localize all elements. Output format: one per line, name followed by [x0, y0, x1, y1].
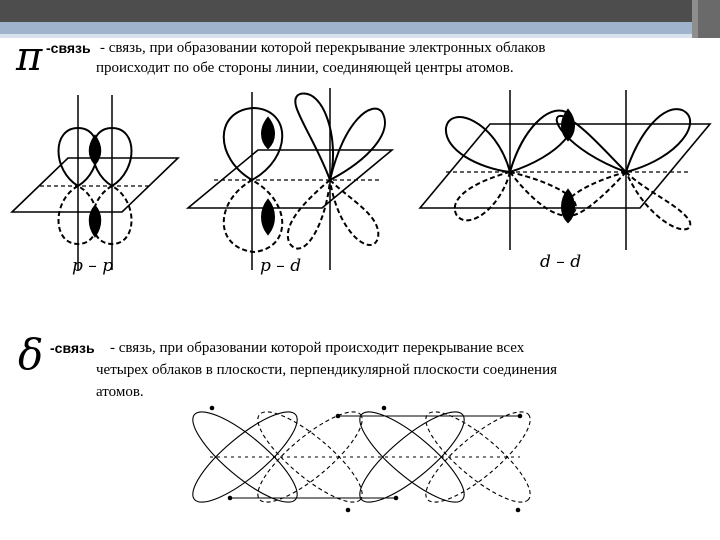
dd-left-lobe-upper-left: [444, 116, 512, 174]
dd-right-lobe-upper-left: [555, 114, 627, 173]
delta-left-lobe-a: [192, 411, 298, 503]
delta-point: [345, 507, 351, 513]
delta-point: [335, 413, 341, 419]
title-bar: [0, 0, 720, 22]
delta-point: [515, 507, 521, 513]
delta-definition-line-3: атомов.: [96, 384, 144, 400]
dd-right-lobe-lower-right: [625, 171, 692, 231]
delta-point: [393, 495, 399, 501]
pi-definition-line-1: - связь, при образовании которой перекры…: [100, 40, 546, 56]
pd-overlap-diagram: [185, 88, 395, 270]
delta-overlap-diagram: [192, 411, 531, 503]
delta-right-lobe-b: [359, 411, 465, 503]
pp-plane: [10, 157, 180, 213]
pi-term: -связь: [46, 40, 91, 56]
delta-left-lobe-b: [192, 411, 298, 503]
accent-strip: [0, 22, 720, 34]
pp-upper-lobe-left: [57, 126, 99, 188]
pd-plane: [185, 149, 395, 209]
pd-overlap-bottom: [261, 198, 275, 236]
delta-left-lobe-c: [257, 411, 363, 503]
label-d-d: d – d: [540, 252, 582, 272]
pd-d-lobe-upper-left: [294, 92, 334, 184]
delta-right-lobe-a: [359, 411, 465, 503]
pp-overlap-bottom: [88, 204, 102, 238]
pd-d-lobe-lower-right: [328, 177, 380, 246]
corner-decoration: [698, 0, 720, 38]
dd-overlap-diagram: [418, 90, 712, 250]
delta-right-lobe-d: [425, 411, 531, 503]
delta-right-lobe-c: [425, 411, 531, 503]
pd-p-upper-lobe: [222, 106, 284, 182]
dd-left-lobe-lower-left: [453, 170, 512, 222]
delta-point: [517, 413, 523, 419]
corner-decoration-inner: [692, 0, 698, 38]
pd-d-lobe-lower-left: [287, 177, 332, 250]
delta-term: -связь: [50, 340, 95, 356]
accent-strip-light: [0, 34, 720, 38]
delta-point: [381, 405, 387, 411]
delta-point: [227, 495, 233, 501]
delta-point: [209, 405, 215, 411]
delta-symbol: δ: [18, 330, 44, 379]
pd-d-lobe-upper-right: [328, 107, 386, 182]
delta-definition-line-2: четырех облаков в плоскости, перпендикул…: [96, 362, 558, 378]
label-p-d: p – d: [260, 256, 302, 276]
label-p-p: p – p: [72, 256, 114, 276]
pi-symbol: π: [16, 34, 43, 80]
pp-overlap-diagram: [10, 95, 180, 270]
dd-overlap-bottom: [561, 188, 575, 224]
dd-left-lobe-lower-right: [507, 170, 577, 217]
dd-right-lobe-upper-right: [624, 108, 692, 174]
pp-upper-lobe-right: [91, 126, 133, 188]
pd-p-lower-lobe: [222, 178, 284, 254]
pp-lower-lobe-left: [57, 184, 99, 246]
pp-overlap-top: [88, 134, 102, 166]
delta-left-lobe-d: [257, 411, 363, 503]
delta-nuclei-points: [209, 405, 523, 513]
dd-overlap-top: [561, 108, 575, 142]
pd-overlap-top: [261, 116, 275, 150]
pp-lower-lobe-right: [91, 184, 133, 246]
delta-definition-line-1: - связь, при образовании которой происхо…: [110, 340, 525, 356]
pi-definition-line-2: происходит по обе стороны линии, соединя…: [96, 60, 514, 76]
